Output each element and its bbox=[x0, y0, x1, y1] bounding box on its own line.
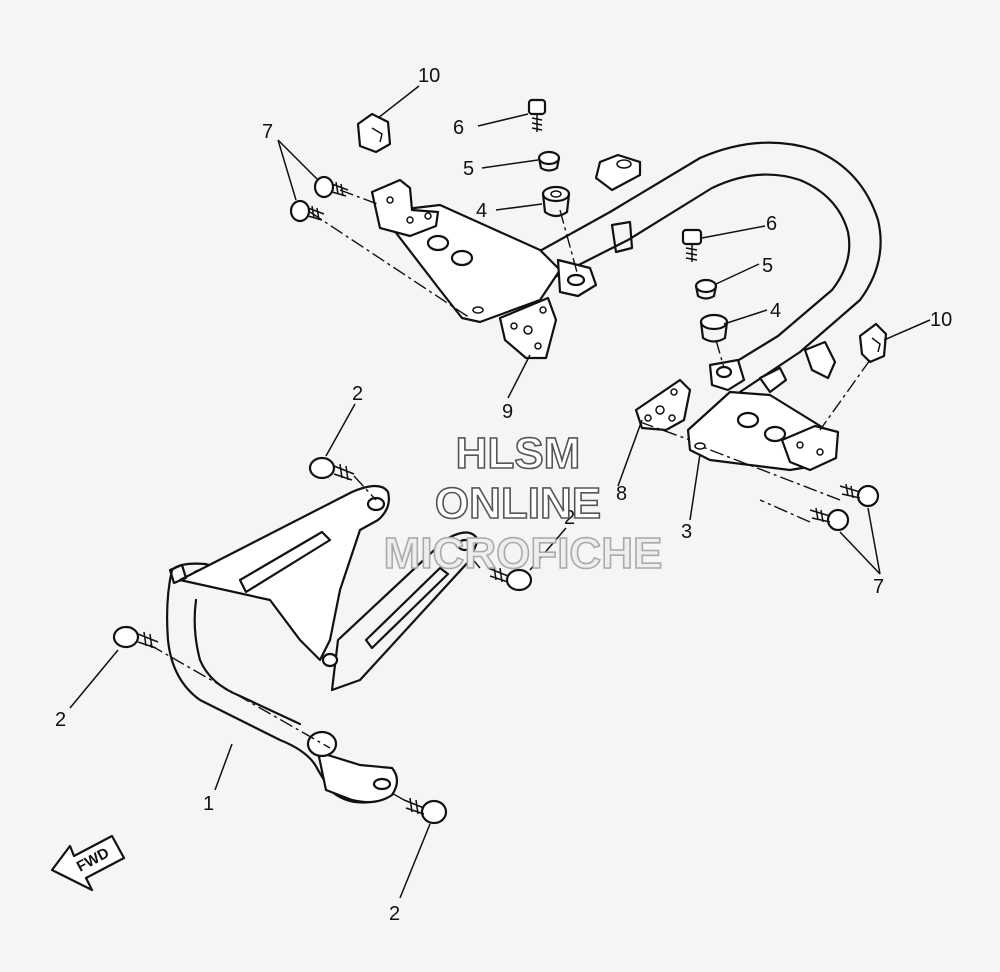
callout-2-left: 2 bbox=[55, 709, 66, 731]
callout-1: 1 bbox=[203, 793, 214, 815]
callout-2-right: 2 bbox=[564, 507, 575, 529]
watermark-line2: ONLINE bbox=[435, 479, 601, 528]
callout-3: 3 bbox=[681, 521, 692, 543]
watermark-line1: HLSM bbox=[456, 429, 581, 478]
assembly-lines bbox=[149, 189, 871, 801]
callout-6-right: 6 bbox=[766, 213, 777, 235]
callout-5-right: 5 bbox=[762, 255, 773, 277]
plate-9 bbox=[498, 296, 558, 360]
callout-7-right: 7 bbox=[873, 576, 884, 598]
callout-10-right: 10 bbox=[930, 309, 952, 331]
callout-4-left: 4 bbox=[476, 200, 487, 222]
plate-8 bbox=[634, 378, 692, 432]
callout-4-right: 4 bbox=[770, 300, 781, 322]
leader-lines bbox=[69, 85, 931, 899]
lower-bolts bbox=[112, 456, 533, 825]
fwd-arrow-icon: FWD bbox=[50, 834, 126, 892]
watermark-line3: MICROFICHE bbox=[384, 529, 663, 578]
callout-2-upper: 2 bbox=[352, 383, 363, 405]
callout-5-left: 5 bbox=[463, 158, 474, 180]
upper-fasteners bbox=[289, 98, 888, 532]
callouts: 10 6 5 4 7 9 6 5 4 10 8 3 7 2 2 2 1 2 bbox=[55, 65, 952, 925]
callout-8: 8 bbox=[616, 483, 627, 505]
callout-6-left: 6 bbox=[453, 117, 464, 139]
callout-7-left: 7 bbox=[262, 121, 273, 143]
front-guard bbox=[166, 484, 480, 804]
callout-10-left: 10 bbox=[418, 65, 440, 87]
watermark: HLSM ONLINE MICROFICHE bbox=[383, 428, 663, 579]
callout-2-bottom: 2 bbox=[389, 903, 400, 925]
rear-rack bbox=[370, 141, 882, 472]
callout-9: 9 bbox=[502, 401, 513, 423]
